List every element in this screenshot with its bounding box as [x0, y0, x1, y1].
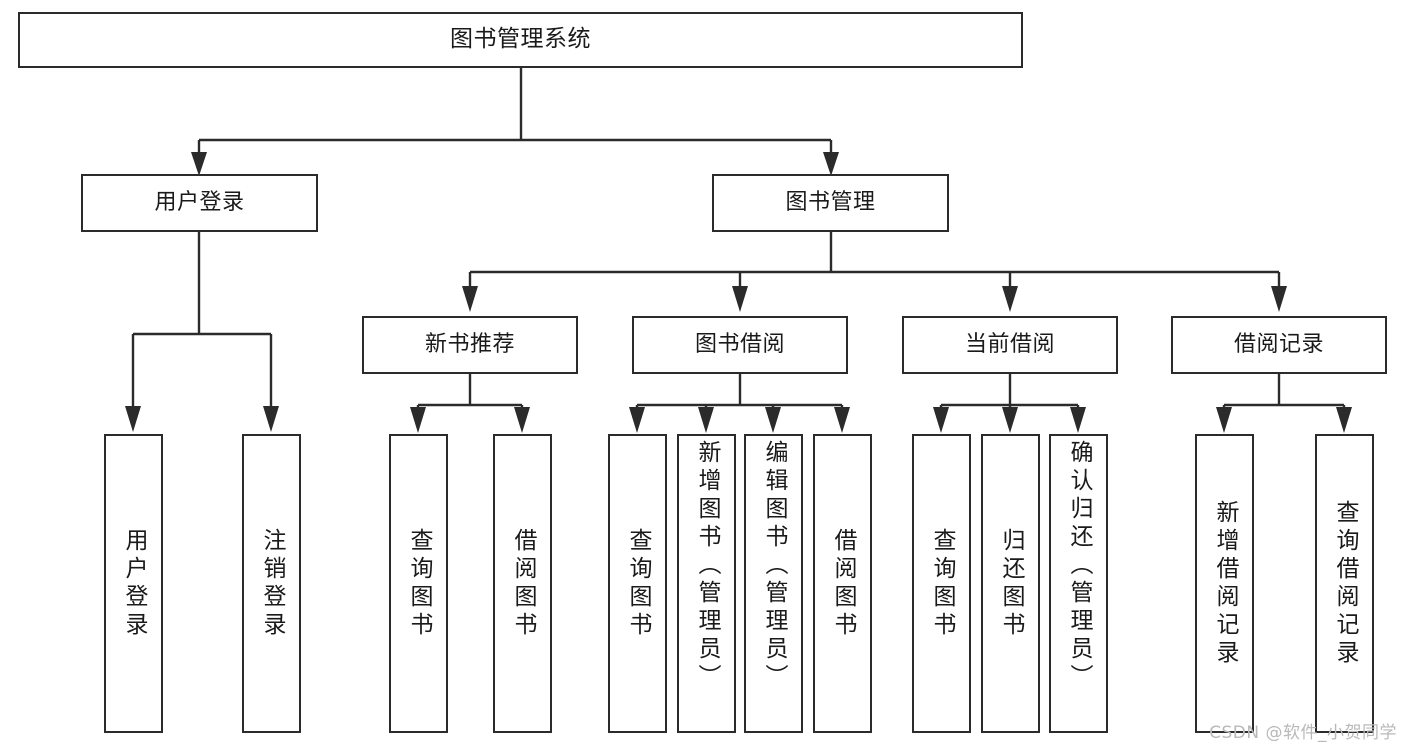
- arrowhead-leaf-borrow-book-2: [834, 407, 850, 433]
- node-leaf-add-record[interactable]: 新增借阅记录: [1195, 434, 1254, 733]
- arrowhead-leaf-user-login: [125, 406, 141, 432]
- node-new-book-rec[interactable]: 新书推荐: [362, 316, 578, 374]
- node-book-borrow-label: 图书借阅: [694, 332, 785, 358]
- node-book-borrow[interactable]: 图书借阅: [632, 316, 848, 374]
- node-leaf-borrow-book-1-label: 借阅图书: [510, 527, 536, 640]
- arrowhead-borrow-record: [1271, 286, 1287, 312]
- node-leaf-user-login[interactable]: 用户登录: [104, 434, 163, 733]
- node-leaf-add-book[interactable]: 新增图书（管理员）: [677, 434, 736, 733]
- arrowhead-new-book-rec: [462, 286, 478, 312]
- arrowhead-leaf-query-book-1: [410, 407, 426, 433]
- node-leaf-query-book-3[interactable]: 查询图书: [912, 434, 971, 733]
- node-leaf-logout-login-label: 注销登录: [259, 527, 285, 640]
- node-leaf-edit-book-label: 编辑图书（管理员）: [761, 440, 787, 692]
- arrowhead-leaf-return-book: [1002, 407, 1018, 433]
- node-leaf-confirm-return-label: 确认归还（管理员）: [1066, 440, 1092, 692]
- arrowhead-current-borrow: [1002, 286, 1018, 312]
- arrowhead-leaf-borrow-book-1: [514, 407, 530, 433]
- arrowhead-book-borrow: [732, 286, 748, 312]
- node-root-label: 图书管理系统: [450, 26, 591, 53]
- node-leaf-user-login-label: 用户登录: [121, 527, 147, 640]
- node-leaf-borrow-book-1[interactable]: 借阅图书: [493, 434, 552, 733]
- node-leaf-return-book[interactable]: 归还图书: [981, 434, 1040, 733]
- arrowhead-leaf-edit-book: [765, 407, 781, 433]
- node-leaf-borrow-book-2-label: 借阅图书: [830, 527, 856, 640]
- node-current-borrow-label: 当前借阅: [964, 332, 1055, 358]
- arrowhead-leaf-confirm-return: [1070, 407, 1086, 433]
- arrowhead-book-mgmt: [823, 152, 839, 176]
- node-leaf-add-record-label: 新增借阅记录: [1212, 499, 1238, 668]
- arrowhead-leaf-logout-login: [263, 406, 279, 432]
- arrowhead-leaf-query-record: [1336, 407, 1352, 433]
- arrowhead-user-login: [191, 152, 207, 176]
- arrowhead-leaf-query-book-3: [933, 407, 949, 433]
- arrowhead-leaf-add-book: [698, 407, 714, 433]
- arrowhead-leaf-add-record: [1216, 407, 1232, 433]
- node-leaf-add-book-label: 新增图书（管理员）: [694, 440, 720, 692]
- node-leaf-query-book-2-label: 查询图书: [625, 527, 651, 640]
- node-leaf-logout-login[interactable]: 注销登录: [242, 434, 301, 733]
- node-leaf-confirm-return[interactable]: 确认归还（管理员）: [1049, 434, 1108, 733]
- node-leaf-borrow-book-2[interactable]: 借阅图书: [813, 434, 872, 733]
- node-borrow-record[interactable]: 借阅记录: [1171, 316, 1387, 374]
- node-leaf-query-book-1-label: 查询图书: [406, 527, 432, 640]
- node-new-book-rec-label: 新书推荐: [424, 332, 515, 358]
- node-leaf-query-record-label: 查询借阅记录: [1332, 499, 1358, 668]
- node-root[interactable]: 图书管理系统: [18, 12, 1023, 68]
- node-leaf-query-book-3-label: 查询图书: [929, 527, 955, 640]
- node-book-mgmt-label: 图书管理: [785, 190, 876, 216]
- node-leaf-query-record[interactable]: 查询借阅记录: [1315, 434, 1374, 733]
- watermark-text: CSDN @软件_小贺同学: [1209, 723, 1397, 743]
- node-user-login-label: 用户登录: [154, 190, 245, 216]
- arrowhead-leaf-query-book-2: [629, 407, 645, 433]
- node-leaf-return-book-label: 归还图书: [998, 527, 1024, 640]
- node-leaf-query-book-2[interactable]: 查询图书: [608, 434, 667, 733]
- node-leaf-query-book-1[interactable]: 查询图书: [389, 434, 448, 733]
- node-borrow-record-label: 借阅记录: [1233, 332, 1324, 358]
- node-book-mgmt[interactable]: 图书管理: [712, 174, 949, 232]
- node-user-login[interactable]: 用户登录: [81, 174, 318, 232]
- node-current-borrow[interactable]: 当前借阅: [902, 316, 1118, 374]
- node-leaf-edit-book[interactable]: 编辑图书（管理员）: [744, 434, 803, 733]
